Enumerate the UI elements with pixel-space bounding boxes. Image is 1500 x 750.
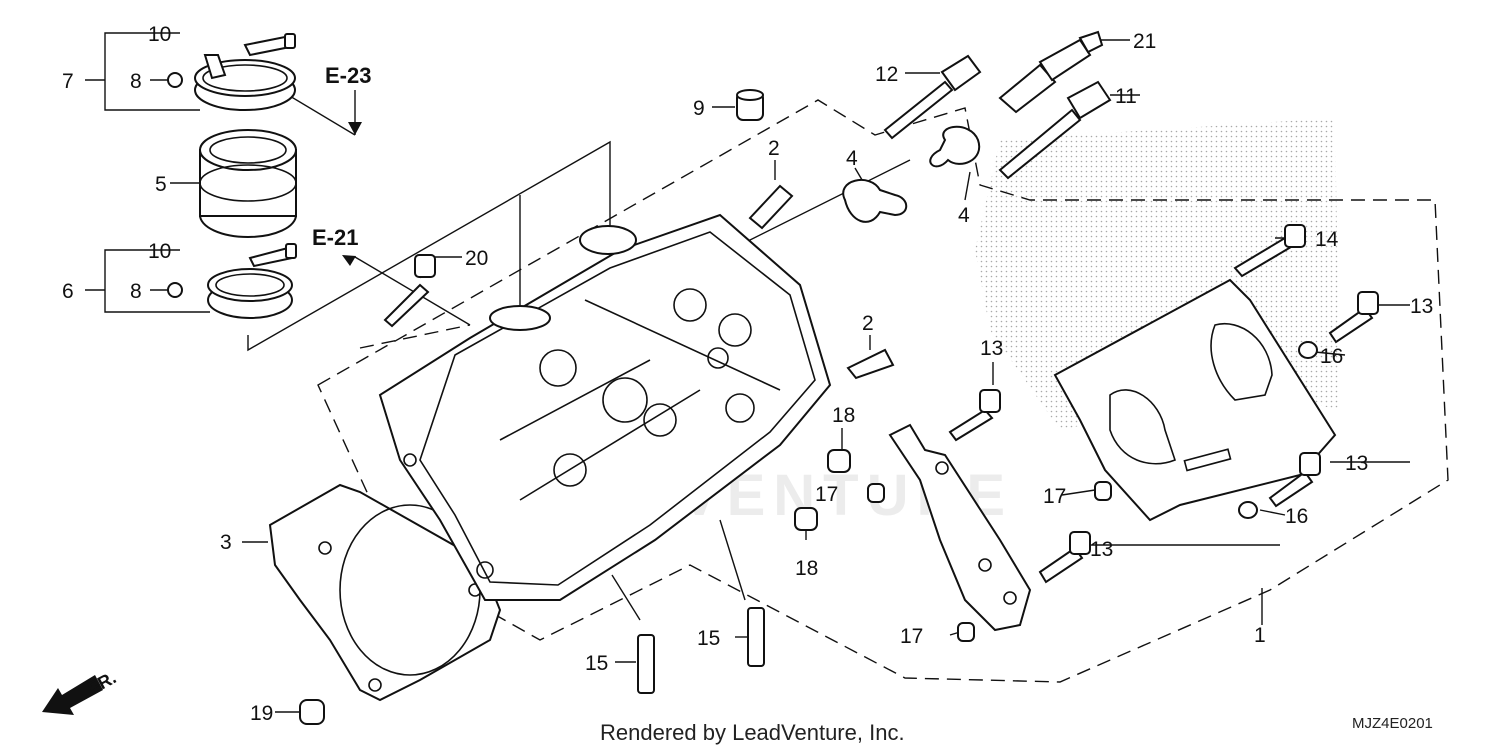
part-band-assembly-bottom [167, 243, 297, 319]
part-stud-11 [998, 80, 1112, 180]
part-stud-12 [883, 54, 982, 140]
part-cam-holder-right [1053, 278, 1337, 522]
part-bolt-20 [383, 254, 436, 328]
credit-text: Rendered by LeadVenture, Inc. [600, 720, 905, 745]
callout-label: 18 [832, 404, 855, 427]
callout-label: 12 [875, 63, 898, 86]
callout-label: 2 [768, 137, 780, 160]
callout-labels: 1 2 2 3 4 4 5 6 7 8 8 9 10 10 11 12 13 1… [62, 23, 1433, 725]
callout-label: 17 [900, 625, 923, 648]
reference-arrows [342, 122, 362, 266]
reference-label: E-21 [312, 225, 358, 250]
part-cylinder-head [378, 213, 832, 601]
callout-label: 16 [1285, 505, 1308, 528]
part-studs-15 [637, 607, 765, 694]
part-spark-plug-21 [998, 30, 1104, 114]
callout-label: 13 [1090, 538, 1113, 561]
callout-label: 13 [980, 337, 1003, 360]
callout-label: 9 [693, 97, 705, 120]
callout-label: 18 [795, 557, 818, 580]
leader-lines [85, 32, 1410, 713]
callout-label: 13 [1345, 452, 1368, 475]
callout-label: 6 [62, 280, 74, 303]
part-insulator-joint [199, 129, 297, 238]
callout-label: 13 [1410, 295, 1433, 318]
callout-label: 8 [130, 280, 142, 303]
callout-label: 15 [585, 652, 608, 675]
callout-label: 17 [815, 483, 838, 506]
part-bolts-13-14 [948, 224, 1379, 584]
callout-label: 1 [1254, 624, 1266, 647]
callout-label: 14 [1315, 228, 1339, 251]
part-dowels [299, 449, 1112, 725]
callout-label: 7 [62, 70, 74, 93]
diagram-code: MJZ4E0201 [1352, 715, 1433, 732]
part-washers-16 [1238, 341, 1318, 519]
callout-label: 19 [250, 702, 273, 725]
part-o-rings-4 [842, 125, 981, 223]
callout-label: 10 [148, 23, 171, 46]
callout-label: 5 [155, 173, 167, 196]
callout-label: 10 [148, 240, 171, 263]
reference-label: E-23 [325, 63, 371, 88]
front-arrow-icon [42, 675, 103, 715]
callout-label: 4 [958, 204, 970, 227]
callout-label: 17 [1043, 485, 1066, 508]
callout-label: 3 [220, 531, 232, 554]
part-guide-2 [748, 184, 895, 380]
part-band-assembly-top [167, 33, 296, 111]
callout-label: 15 [697, 627, 720, 650]
callout-label: 16 [1320, 345, 1343, 368]
callout-label: 2 [862, 312, 874, 335]
callout-label: 11 [1115, 85, 1137, 108]
part-cam-holder-left [888, 423, 1032, 632]
part-dowel-9 [736, 89, 764, 121]
callout-label: 21 [1133, 30, 1156, 53]
callout-label: 4 [846, 147, 858, 170]
callout-label: 20 [465, 247, 488, 270]
callout-label: 8 [130, 70, 142, 93]
